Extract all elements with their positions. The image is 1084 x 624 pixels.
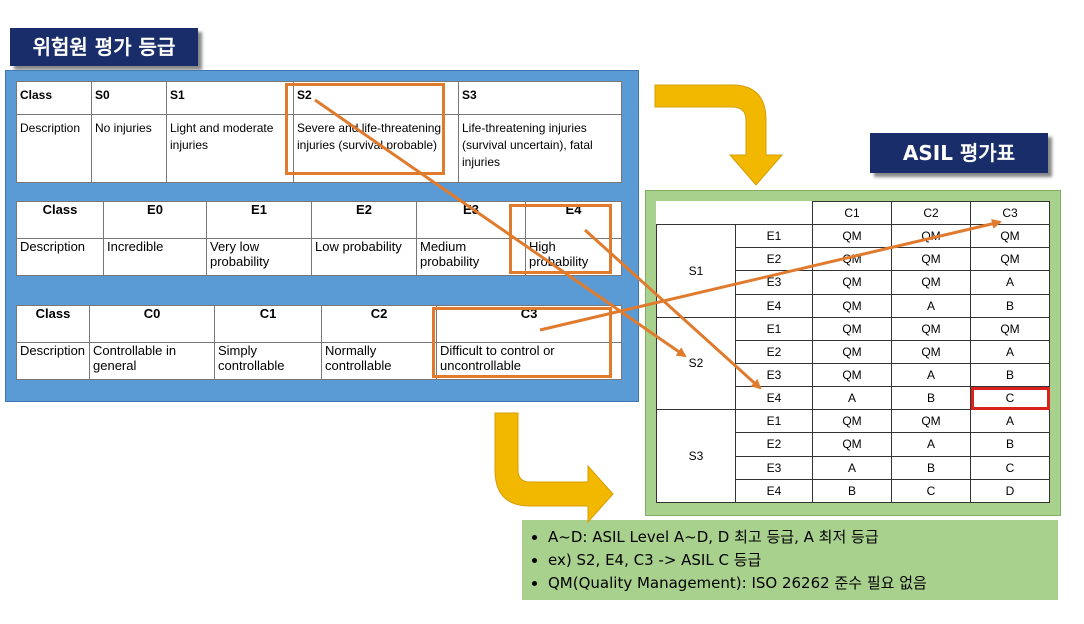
- exposure-desc-e1: Very low probability: [206, 238, 312, 276]
- exposure-header-e0: E0: [103, 201, 207, 239]
- notes-list: A~D: ASIL Level A~D, D 최고 등급, A 최저 등급 ex…: [522, 526, 1058, 595]
- asil-table-title: ASIL 평가표: [870, 133, 1048, 173]
- severity-header-s3: S3: [458, 81, 622, 115]
- severity-desc-s2: Severe and life-threatening injuries (su…: [293, 114, 459, 183]
- asil-col-header-c2: C2: [891, 200, 971, 226]
- yellow-curve-arrow-right: [654, 84, 784, 186]
- exposure-desc-e2: Low probability: [311, 238, 417, 276]
- asil-value-cell: QM: [891, 224, 971, 249]
- asil-value-cell: B: [891, 386, 971, 411]
- note-item: ex) S2, E4, C3 -> ASIL C 등급: [548, 549, 1058, 572]
- asil-value-cell: C: [891, 478, 971, 504]
- asil-value-cell: QM: [891, 247, 971, 272]
- controllability-desc-c2: Normally controllable: [321, 342, 437, 380]
- asil-severity-s3: S3: [656, 409, 736, 503]
- risk-evaluation-title: 위험원 평가 등급: [10, 28, 198, 66]
- asil-value-cell: B: [970, 362, 1050, 388]
- controllability-header-c3: C3: [436, 305, 622, 343]
- asil-corner-cell: [656, 201, 813, 225]
- e4-to-e4-arrow: [583, 228, 762, 390]
- exposure-header-e2: E2: [311, 201, 417, 239]
- severity-desc-s0: No injuries: [91, 114, 167, 183]
- asil-exposure-cell: E4: [735, 478, 813, 504]
- asil-col-header-c1: C1: [812, 200, 892, 226]
- asil-value-cell: A: [891, 362, 971, 388]
- asil-value-cell: A: [812, 455, 892, 480]
- s2-to-s2-arrow: [314, 98, 687, 358]
- controllability-desc-c3: Difficult to control or uncontrollable: [436, 342, 622, 380]
- asil-value-cell: QM: [812, 362, 892, 388]
- asil-value-cell: A: [812, 386, 892, 411]
- asil-exposure-cell: E3: [735, 362, 813, 388]
- asil-value-cell: QM: [812, 224, 892, 249]
- controllability-table: Class C0 C1 C2 C3 Description Controllab…: [16, 305, 622, 380]
- asil-value-cell: QM: [812, 432, 892, 457]
- exposure-class-header: Class: [16, 201, 104, 239]
- exposure-desc-e4: High probability: [525, 238, 622, 276]
- asil-exposure-cell: E1: [735, 316, 813, 341]
- asil-value-cell: B: [812, 478, 892, 504]
- asil-col-header-c3: C3: [970, 200, 1050, 226]
- severity-description-label: Description: [16, 114, 92, 183]
- notes-box: A~D: ASIL Level A~D, D 최고 등급, A 최저 등급 ex…: [522, 520, 1058, 600]
- exposure-header-e4: E4: [525, 201, 622, 239]
- asil-value-cell: QM: [891, 339, 971, 364]
- exposure-desc-e3: Medium probability: [416, 238, 526, 276]
- severity-table: Class S0 S1 S2 S3 Description No injurie…: [16, 81, 622, 183]
- note-item: QM(Quality Management): ISO 26262 준수 필요 …: [548, 572, 1058, 595]
- asil-exposure-cell: E4: [735, 293, 813, 318]
- exposure-description-label: Description: [16, 238, 104, 276]
- note-item: A~D: ASIL Level A~D, D 최고 등급, A 최저 등급: [548, 526, 1058, 549]
- exposure-table: Class E0 E1 E2 E3 E4 Description Incredi…: [16, 201, 622, 276]
- asil-exposure-cell: E1: [735, 409, 813, 434]
- controllability-class-header: Class: [16, 305, 90, 343]
- exposure-header-e1: E1: [206, 201, 312, 239]
- asil-value-cell: QM: [812, 270, 892, 295]
- asil-value-cell: D: [970, 478, 1050, 504]
- asil-value-cell: QM: [812, 409, 892, 434]
- asil-value-cell: QM: [812, 316, 892, 341]
- severity-desc-s1: Light and moderate injuries: [166, 114, 294, 183]
- risk-classification-panel: Class S0 S1 S2 S3 Description No injurie…: [5, 70, 639, 402]
- controllability-desc-c0: Controllable in general: [89, 342, 215, 380]
- yellow-curve-arrow-down: [494, 412, 614, 524]
- c3-to-c3-arrow: [539, 218, 1002, 332]
- controllability-header-c1: C1: [214, 305, 322, 343]
- severity-desc-s3: Life-threatening injuries (survival unce…: [458, 114, 622, 183]
